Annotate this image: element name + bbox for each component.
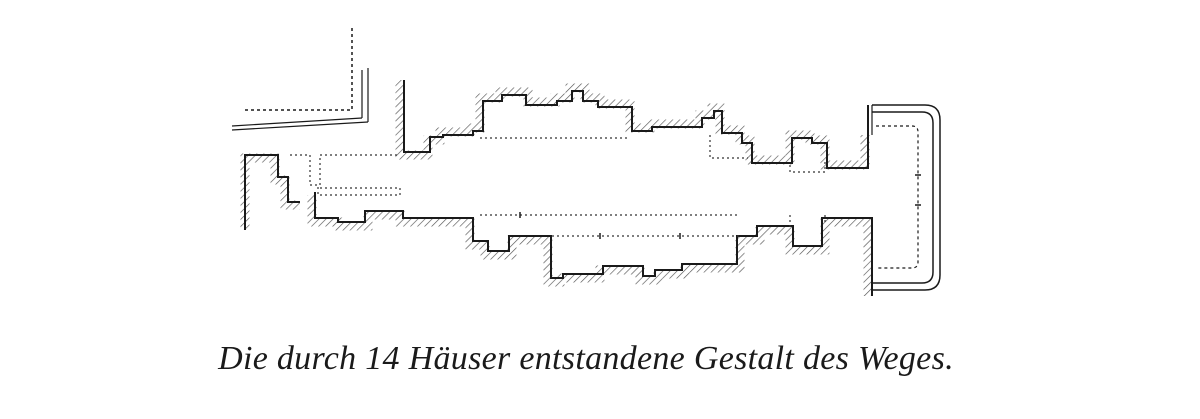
right-end-square [867, 104, 941, 291]
left-end-house [240, 153, 300, 230]
tick-marks [519, 174, 921, 239]
side-street-upper-left [231, 28, 369, 131]
upper-houses [395, 80, 870, 170]
figure-caption: Die durch 14 Häuser entstandene Gestalt … [218, 340, 954, 377]
way-outline [290, 135, 826, 237]
street-plan-drawing [231, 28, 941, 296]
lower-houses [307, 192, 873, 296]
